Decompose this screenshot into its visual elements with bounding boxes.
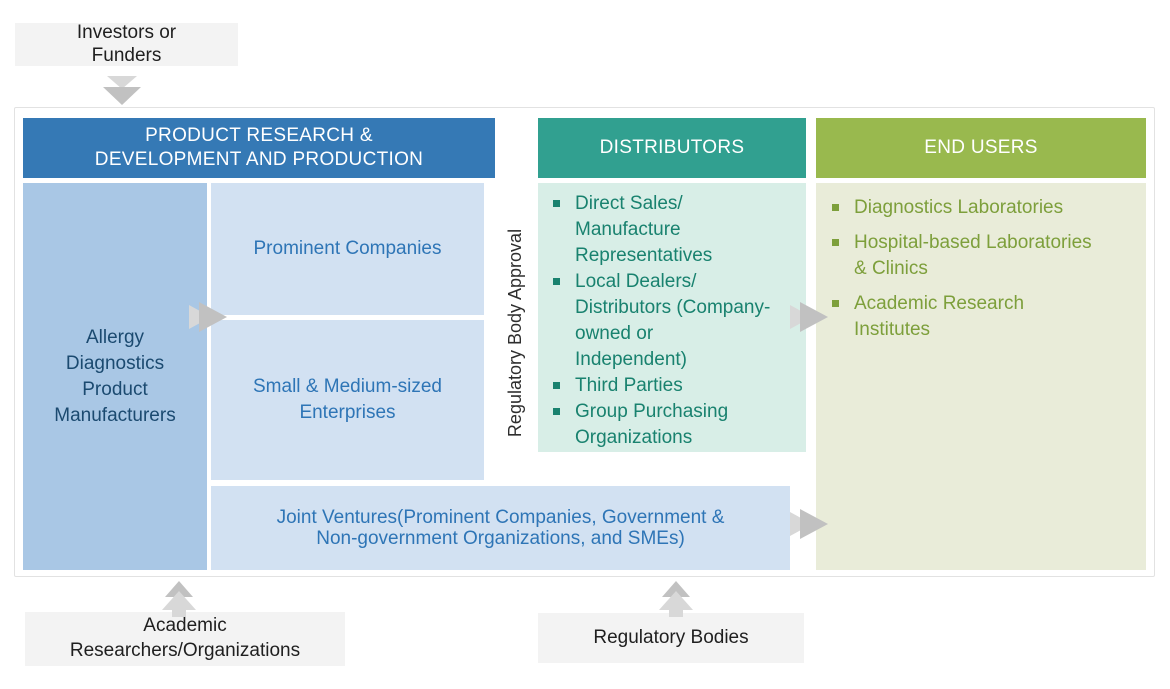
list-item-text: Third Parties (575, 375, 683, 396)
bullet-icon (832, 239, 839, 246)
flow-arrow-right-icon (790, 301, 828, 333)
bullet-icon (832, 300, 839, 307)
bullet-icon (553, 382, 560, 389)
list-item: Academic Research Institutes (831, 291, 1138, 343)
list-item: Direct Sales/ Manufacture Representative… (552, 191, 796, 269)
production-header: PRODUCT RESEARCH & DEVELOPMENT AND PRODU… (23, 118, 495, 178)
list-item-text: Group Purchasing Organizations (575, 401, 729, 448)
arrow-triangle (800, 302, 828, 332)
bullet-icon (832, 204, 839, 211)
list-item-text: Academic Research Institutes (854, 293, 1025, 340)
joint-ventures-box: Joint Ventures(Prominent Companies, Gove… (211, 486, 790, 570)
distributors-header: DISTRIBUTORS (538, 118, 806, 178)
distributors-list: Direct Sales/ Manufacture Representative… (538, 183, 806, 452)
bullet-icon (553, 200, 560, 207)
regulatory-approval-label: Regulatory Body Approval (505, 228, 525, 438)
end-users-header: END USERS (816, 118, 1146, 178)
arrow-triangle (107, 76, 137, 89)
flow-arrow-right-icon (790, 508, 828, 540)
end-users-list: Diagnostics Laboratories Hospital-based … (816, 183, 1146, 570)
flow-arrow-up-icon (160, 581, 198, 619)
arrow-triangle (659, 591, 693, 610)
prominent-companies-box: Prominent Companies (211, 183, 484, 315)
arrow-triangle (103, 87, 141, 105)
list-item-text: Direct Sales/ Manufacture Representative… (575, 193, 713, 266)
arrow-triangle (199, 302, 227, 332)
arrow-stem (172, 609, 186, 617)
list-item-text: Diagnostics Laboratories (854, 197, 1064, 218)
flow-arrow-right-icon (189, 301, 227, 333)
arrow-triangle (162, 591, 196, 610)
list-item: Diagnostics Laboratories (831, 195, 1138, 221)
flow-arrow-down-icon (103, 76, 141, 110)
investors-funders-label: Investors or Funders (15, 22, 238, 66)
bullet-icon (553, 278, 560, 285)
list-item-text: Local Dealers/ Distributors (Company- ow… (575, 271, 771, 370)
regulatory-bodies-label: Regulatory Bodies (538, 613, 804, 663)
bullet-icon (553, 408, 560, 415)
academic-researchers-label: Academic Researchers/Organizations (25, 612, 345, 666)
list-item: Third Parties (552, 373, 796, 399)
arrow-triangle (800, 509, 828, 539)
list-item-text: Hospital-based Laboratories & Clinics (854, 232, 1092, 279)
list-item: Hospital-based Laboratories & Clinics (831, 230, 1138, 282)
manufacturers-box: Allergy Diagnostics Product Manufacturer… (23, 183, 207, 570)
arrow-stem (669, 609, 683, 617)
smes-box: Small & Medium-sized Enterprises (211, 320, 484, 480)
list-item: Group Purchasing Organizations (552, 399, 796, 451)
flow-arrow-up-icon (657, 581, 695, 619)
list-item: Local Dealers/ Distributors (Company- ow… (552, 269, 796, 373)
